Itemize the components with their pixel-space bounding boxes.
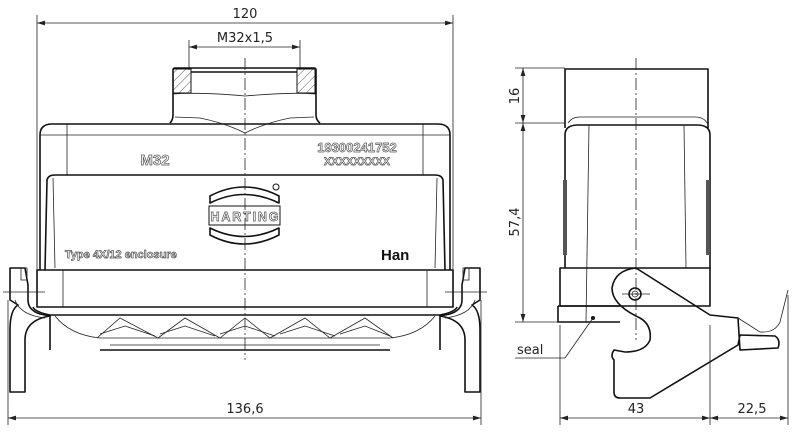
dim-width-label: 120 [233, 7, 258, 22]
logo-text: HARTING [211, 210, 279, 224]
marking-enclosure: Type 4X/12 enclosure [65, 249, 177, 261]
side-view: 16 57,4 seal [508, 58, 789, 425]
dimension-body-height: 57,4 [508, 123, 560, 323]
dim-body-height-label: 57,4 [508, 208, 523, 237]
dim-total-width-label: 136,6 [226, 402, 263, 417]
marking-placeholder: XXXXXXXXX [324, 156, 391, 168]
locking-lever-right [439, 267, 487, 393]
seal-leader [564, 317, 594, 359]
dimension-top-height: 16 [508, 67, 565, 124]
dimension-thread: M32x1,5 [188, 31, 301, 70]
dim-lever-label: 22,5 [738, 402, 767, 417]
seal-label: seal [517, 343, 543, 358]
locking-lever-left [3, 267, 51, 393]
dimension-total-width: 136,6 [7, 300, 482, 425]
marking-thread: M32 [140, 152, 169, 169]
dim-thread-label: M32x1,5 [217, 31, 273, 46]
harting-logo: HARTING [208, 183, 281, 245]
dim-depth-label: 43 [628, 402, 645, 417]
dimension-width: 120 [36, 7, 454, 270]
marking-brand: Han [381, 247, 409, 264]
housing-hood: M32 19300241752 XXXXXXXXX Type 4X/12 enc… [39, 123, 451, 271]
front-view: 120 M32x1,5 M32 193002417 [3, 7, 487, 425]
dimension-depth: 43 22,5 [559, 295, 789, 425]
marking-part-number: 19300241752 [317, 140, 397, 155]
cable-entry [169, 67, 321, 134]
locking-lever-side [611, 267, 780, 399]
dim-top-height-label: 16 [508, 88, 523, 105]
